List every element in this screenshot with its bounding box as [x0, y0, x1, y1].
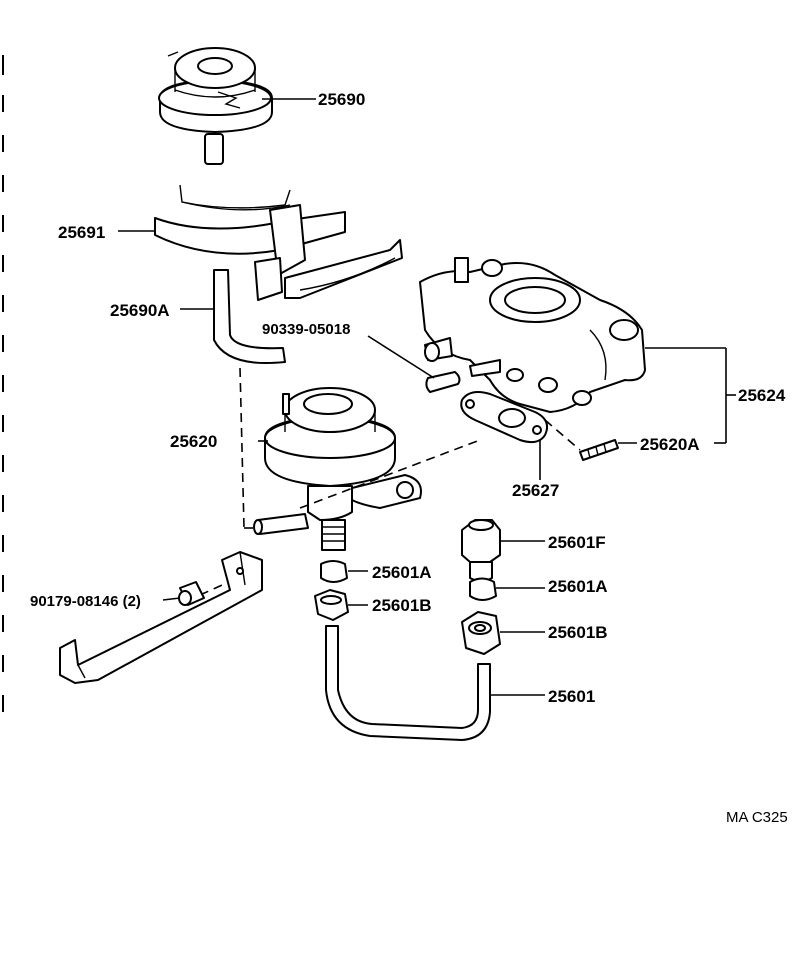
label-25691: 25691	[58, 223, 105, 242]
label-25601F: 25601F	[548, 533, 606, 552]
label-25624: 25624	[738, 386, 786, 405]
label-90179-08146: 90179-08146 (2)	[30, 593, 141, 610]
nut-90179-08146	[178, 581, 205, 606]
manifold-25624	[419, 257, 646, 413]
drawing-code: MA C325	[726, 809, 788, 826]
label-25601B-left: 25601B	[372, 596, 432, 615]
label-25690: 25690	[318, 90, 365, 109]
nut-25601B-left	[314, 589, 349, 621]
plug-90339-05018	[425, 371, 461, 393]
label-25690A: 25690A	[110, 301, 170, 320]
label-25601A-right: 25601A	[548, 577, 608, 596]
actuator-25620	[253, 387, 422, 551]
label-25601A-left: 25601A	[372, 563, 432, 582]
label-25620: 25620	[170, 432, 217, 451]
fitting-25601F	[461, 519, 501, 582]
leader-90179	[162, 597, 181, 601]
label-25601B-right: 25601B	[548, 623, 608, 642]
leader-90339	[367, 335, 435, 379]
lower-bracket	[59, 551, 263, 684]
stud-25620A	[579, 439, 619, 461]
label-90339-05018: 90339-05018	[262, 321, 350, 338]
nipple-25601A-right	[469, 577, 497, 601]
label-25620A: 25620A	[640, 435, 700, 454]
hose-25690A	[213, 269, 286, 365]
gasket-25627	[460, 391, 548, 444]
bracket-leader-25624	[645, 347, 736, 444]
bracket-25691	[154, 184, 403, 301]
label-25627: 25627	[512, 481, 559, 500]
label-25601: 25601	[548, 687, 595, 706]
vacuum-valve-25690	[158, 47, 273, 165]
nut-25601B-right	[461, 611, 501, 655]
pipe-25601	[325, 625, 491, 741]
nipple-25601A-left	[320, 560, 348, 583]
